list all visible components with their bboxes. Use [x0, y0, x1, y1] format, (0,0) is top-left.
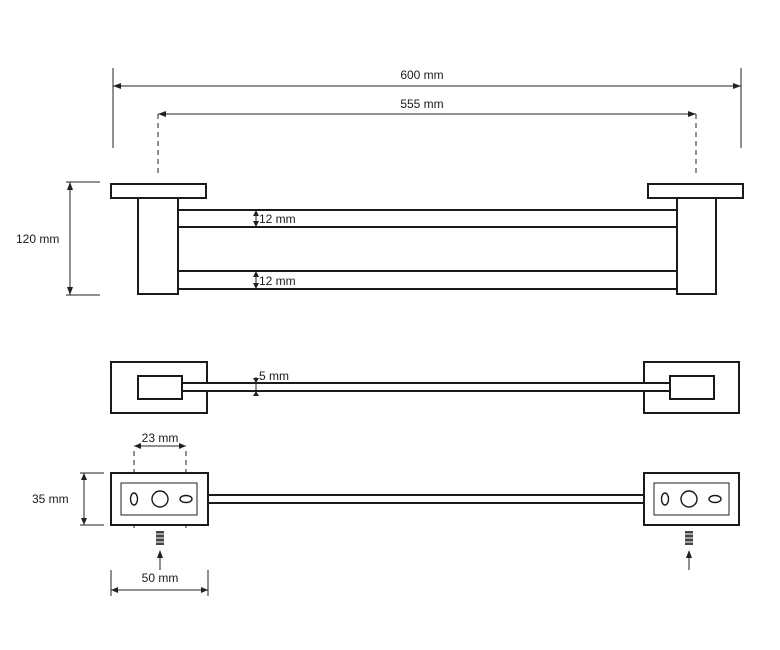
- dim-label-plate-height: 35 mm: [32, 492, 69, 506]
- left-post: [137, 197, 179, 295]
- dim-label-plate-width: 50 mm: [142, 571, 179, 585]
- left-center-hole: [151, 490, 169, 508]
- right-mount-plate: [643, 472, 740, 526]
- left-mount-inner: [120, 482, 198, 516]
- lower-bar: [177, 270, 678, 290]
- right-center-hole: [680, 490, 698, 508]
- front-view: 12 mm 12 mm: [110, 183, 744, 295]
- left-wall-plate: [110, 183, 207, 199]
- dim-label-mount-spacing: 555 mm: [400, 97, 443, 111]
- top-right-post: [669, 375, 715, 400]
- top-view: 5 mm: [110, 361, 740, 414]
- right-slot-hole-2: [708, 494, 722, 504]
- back-bar: [207, 494, 645, 504]
- back-view: 23 mm: [110, 431, 740, 570]
- dim-label-bar-bottom: 12 mm: [259, 274, 296, 288]
- dimension-555: 555 mm: [157, 97, 697, 176]
- dim-label-height: 120 mm: [16, 232, 59, 246]
- dim-label-bar-top: 12 mm: [259, 212, 296, 226]
- dimension-120: 120 mm: [16, 181, 100, 296]
- left-slot-hole-2: [179, 494, 193, 504]
- right-slot-hole: [660, 492, 670, 506]
- left-mount-plate: [110, 472, 209, 526]
- dim-label-total-width: 600 mm: [400, 68, 443, 82]
- dimension-50: 50 mm: [110, 570, 209, 596]
- top-left-post: [137, 375, 183, 400]
- right-screw-icon: [685, 531, 693, 570]
- upper-bar: [177, 209, 678, 228]
- right-post: [676, 197, 717, 295]
- dim-label-hole-spacing: 23 mm: [142, 431, 179, 445]
- dimension-35: 35 mm: [32, 472, 104, 526]
- dimension-600: 600 mm: [112, 68, 742, 148]
- dim-label-bar-depth: 5 mm: [259, 369, 289, 383]
- right-mount-inner: [653, 482, 730, 516]
- right-wall-plate: [647, 183, 744, 199]
- top-bar: [181, 382, 671, 392]
- left-slot-hole: [129, 492, 139, 506]
- left-screw-icon: [156, 531, 164, 570]
